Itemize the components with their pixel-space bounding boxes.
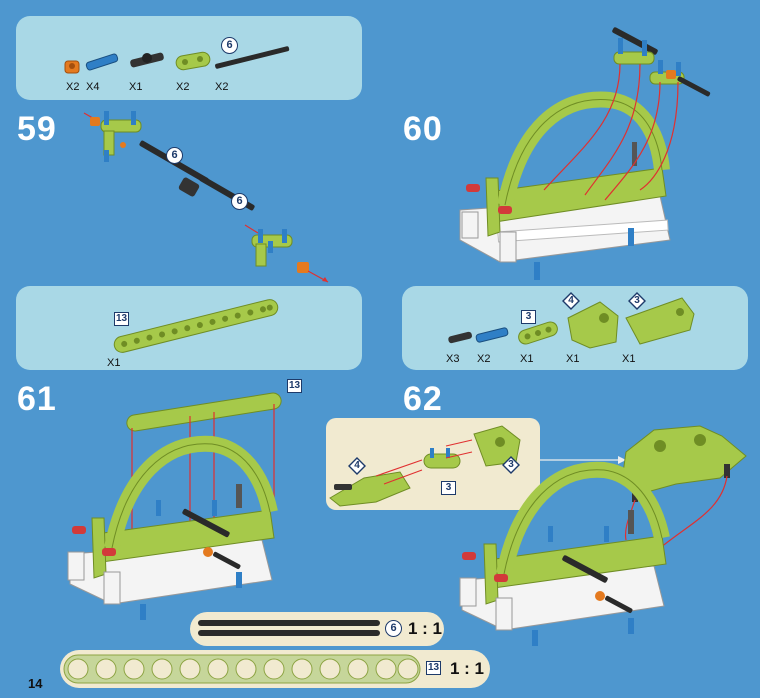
beam-size-badge-62: 3	[521, 310, 536, 324]
beam-ruler-ratio: 1 : 1	[450, 659, 485, 678]
step-number-59: 59	[17, 110, 57, 148]
qty-panel-right: X1	[622, 353, 636, 365]
qty-pin-short: X3	[446, 353, 460, 365]
axle-size-badge-59: 6	[221, 37, 238, 54]
sub-beam3-badge: 3	[441, 481, 456, 495]
bush-part	[64, 60, 80, 74]
beam-size-badge-61: 13	[114, 312, 129, 326]
qty-axle: X2	[215, 81, 229, 93]
sub-3-badge	[502, 456, 520, 474]
axle-ruler-ratio: 1 : 1	[408, 619, 443, 638]
step-number-60: 60	[403, 110, 443, 148]
blue-pin-part	[85, 53, 119, 71]
cross-connector-part	[130, 52, 164, 68]
beam-size-badge-61b: 13	[287, 379, 302, 393]
qty-panel-left: X1	[566, 353, 580, 365]
qty-beam3: X1	[520, 353, 534, 365]
panel-4-badge-label: 4	[568, 295, 574, 306]
axle-size-badge-59a: 6	[166, 147, 183, 164]
qty-beam2: X2	[176, 81, 190, 93]
beam-2-part	[175, 51, 211, 71]
qty-pin-blue: X2	[477, 353, 491, 365]
qty-beam13: X1	[107, 357, 121, 369]
sub-4-badge-label: 4	[354, 460, 360, 471]
qty-bush: X2	[66, 81, 80, 93]
sub-3-badge-label: 3	[508, 459, 514, 470]
step-number-62: 62	[403, 380, 443, 418]
panel-3-badge-label: 3	[634, 295, 640, 306]
axle-ruler-size: 6	[385, 620, 402, 637]
panel-4-badge	[562, 292, 580, 310]
sub-4-badge	[348, 457, 366, 475]
qty-connector: X1	[129, 81, 143, 93]
axle-size-badge-59b: 6	[231, 193, 248, 210]
panel-3-badge	[628, 292, 646, 310]
step-number-61: 61	[17, 380, 57, 418]
axle-6-part	[215, 46, 290, 69]
beam-ruler-size: 13	[426, 661, 441, 675]
page-number: 14	[28, 676, 43, 691]
qty-pin: X4	[86, 81, 100, 93]
